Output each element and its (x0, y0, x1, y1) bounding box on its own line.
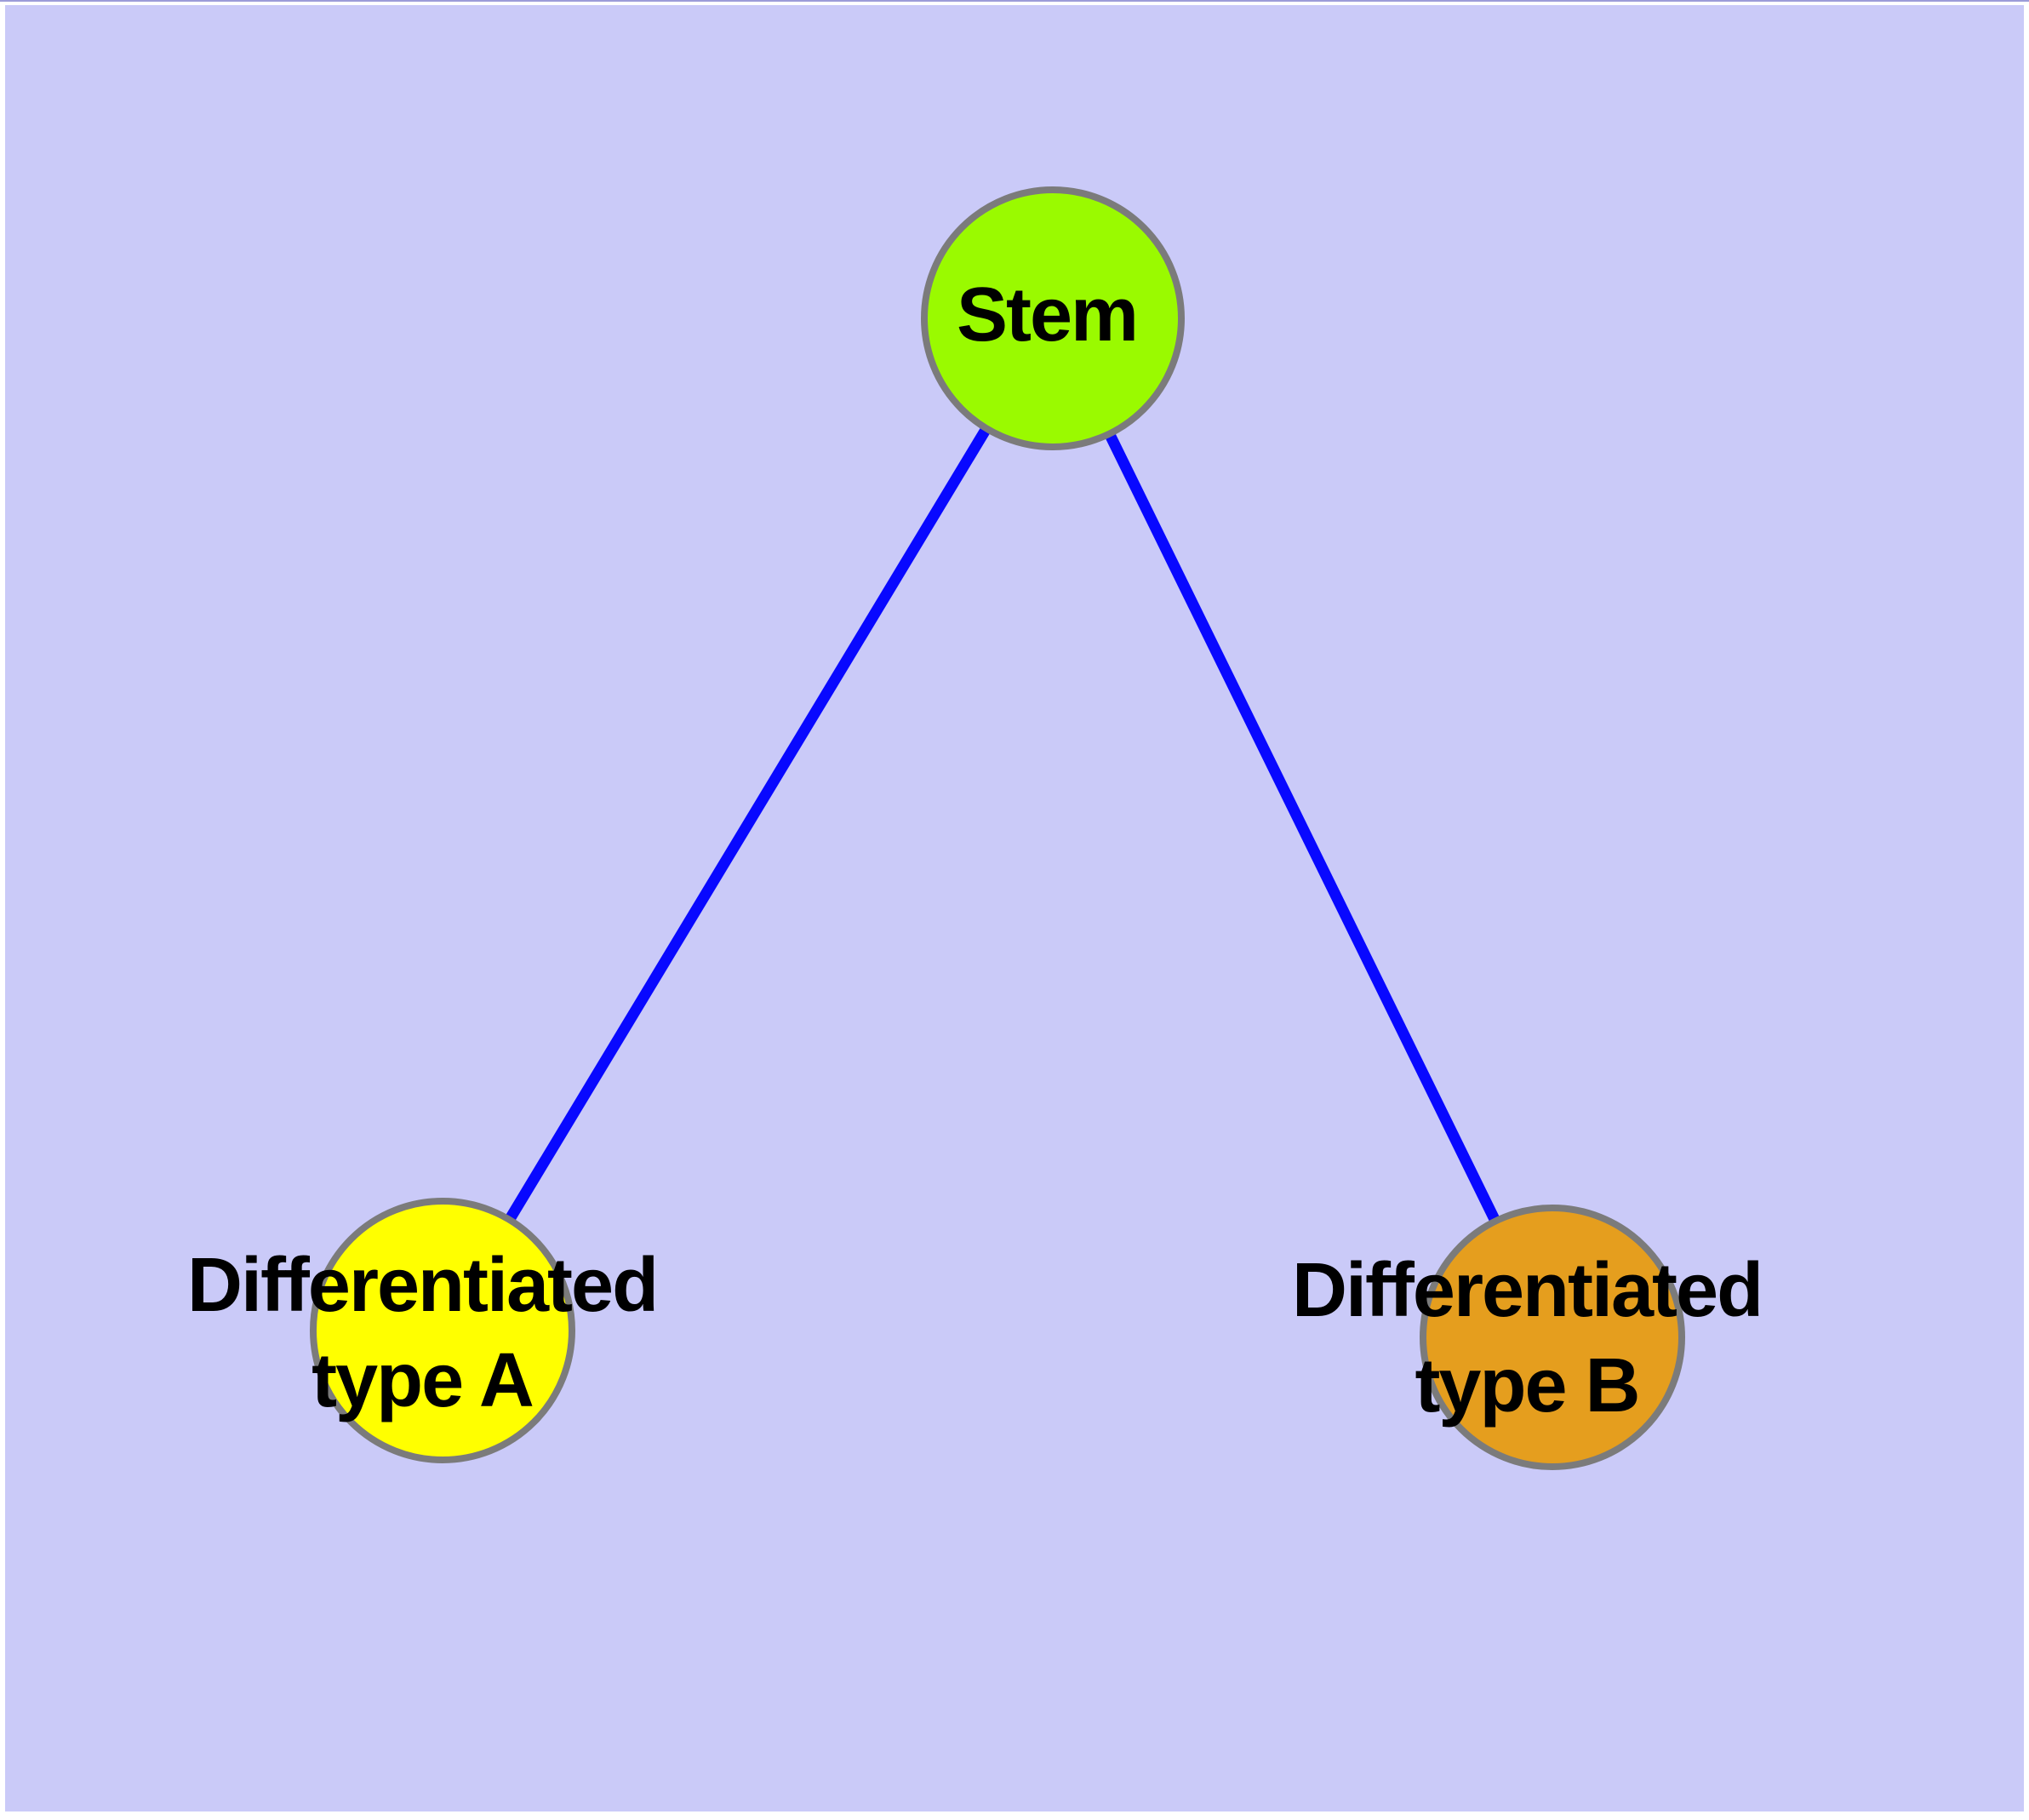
node-differentiated-type-a[interactable] (310, 1198, 575, 1463)
diagram-canvas (5, 5, 2024, 1811)
edge-stem-to-type-a (437, 315, 1058, 1334)
node-stem[interactable] (921, 186, 1185, 450)
top-edge-line (0, 0, 2029, 2)
edge-stem-to-type-b (1048, 316, 1557, 1340)
node-differentiated-type-b[interactable] (1420, 1205, 1685, 1470)
graph-svg (5, 5, 2024, 1811)
